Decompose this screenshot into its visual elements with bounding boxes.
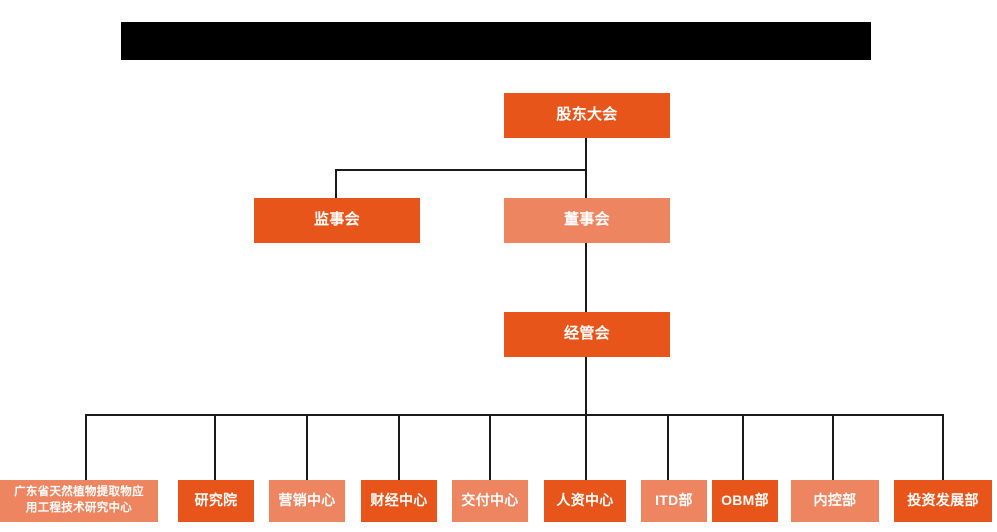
org-node-eng-center[interactable]: 广东省天然植物提取物应用工程技术研究中心 xyxy=(0,480,158,522)
org-node-label: OBM部 xyxy=(721,492,769,509)
org-node-directors[interactable]: 董事会 xyxy=(504,198,670,243)
org-node-label: 交付中心 xyxy=(461,492,519,509)
org-node-finance[interactable]: 财经中心 xyxy=(361,480,437,522)
org-node-label: 广东省天然植物提取物应用工程技术研究中心 xyxy=(14,486,144,514)
org-node-institute[interactable]: 研究院 xyxy=(178,480,254,522)
org-node-label: 监事会 xyxy=(314,211,360,229)
org-node-label: 投资发展部 xyxy=(907,492,979,509)
org-node-marketing[interactable]: 营销中心 xyxy=(269,480,345,522)
org-node-label: 董事会 xyxy=(564,211,610,229)
redacted-title-bar xyxy=(121,22,871,60)
org-node-label: 内控部 xyxy=(813,492,857,509)
org-node-label: 研究院 xyxy=(194,492,238,509)
org-node-label: ITD部 xyxy=(655,492,693,509)
org-node-label: 人资中心 xyxy=(556,492,614,509)
org-node-shareholders[interactable]: 股东大会 xyxy=(504,93,670,138)
org-node-label: 营销中心 xyxy=(278,492,336,509)
org-node-supervisors[interactable]: 监事会 xyxy=(254,198,420,243)
org-node-label: 股东大会 xyxy=(556,106,618,124)
org-node-management[interactable]: 经管会 xyxy=(504,312,670,357)
org-node-label: 经管会 xyxy=(564,325,610,343)
org-node-investment[interactable]: 投资发展部 xyxy=(894,480,992,522)
org-node-obm[interactable]: OBM部 xyxy=(712,480,778,522)
org-node-delivery[interactable]: 交付中心 xyxy=(452,480,528,522)
org-node-itd[interactable]: ITD部 xyxy=(641,480,707,522)
org-node-internal[interactable]: 内控部 xyxy=(791,480,879,522)
org-node-hr[interactable]: 人资中心 xyxy=(544,480,626,522)
org-node-label: 财经中心 xyxy=(370,492,428,509)
